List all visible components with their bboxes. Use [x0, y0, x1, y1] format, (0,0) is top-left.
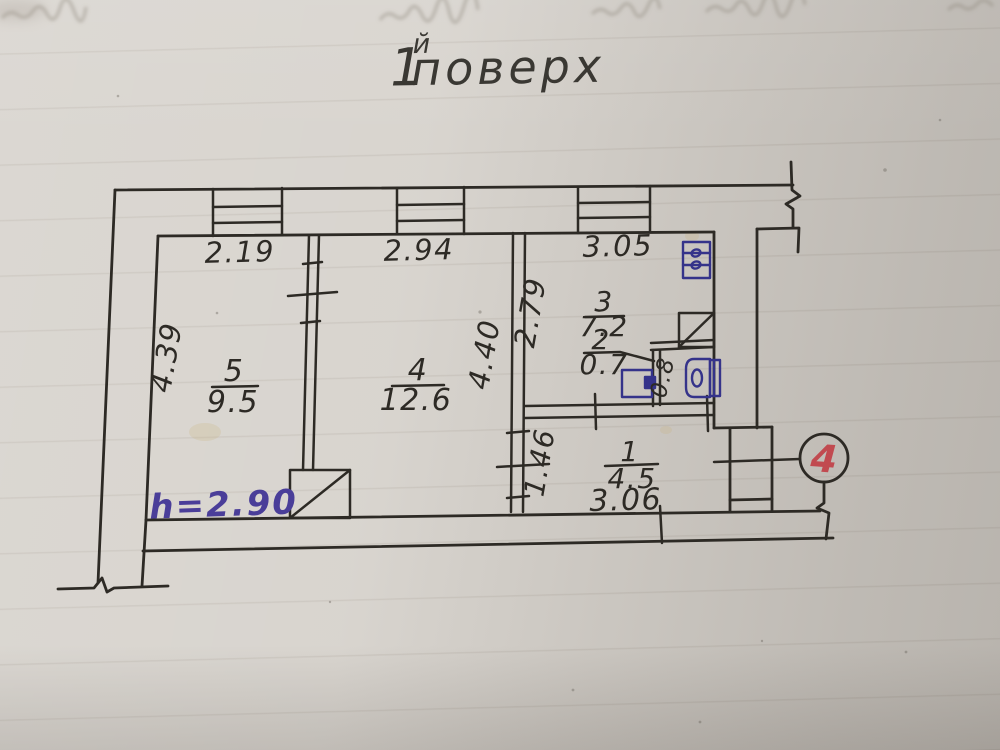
- room-3-number: 3: [594, 285, 613, 318]
- bleed-through-ink: [0, 0, 995, 24]
- title-floor-number: 1: [390, 38, 428, 99]
- dim-room5-width: 2.19: [204, 234, 275, 270]
- room-4-area: 12.6: [380, 383, 453, 418]
- entrance-number-badge: [798, 432, 850, 484]
- room-2-number: 2: [591, 323, 610, 356]
- room-3-fraction-bar: [583, 314, 626, 319]
- wall-break-icon-top-right: [784, 160, 802, 230]
- dim-kitchen-width: 3.05: [582, 228, 653, 264]
- door-tick-wc: [705, 394, 710, 433]
- room-2-leader-line: [582, 350, 656, 363]
- toilet-icon: [684, 357, 722, 399]
- dim-room4-depth: 4.40: [461, 317, 507, 392]
- door-tick-kitchen: [593, 392, 598, 431]
- title-floor-suffix: й: [412, 29, 434, 60]
- dim-room5-depth: 4.39: [143, 320, 189, 395]
- room-3-label: 3 7.2: [579, 285, 628, 343]
- room-1-fraction-bar: [603, 462, 660, 468]
- door-tick-hall: [495, 462, 551, 469]
- room-4-number: 4: [408, 353, 429, 388]
- room-4-label: 4 12.6: [380, 353, 453, 418]
- wall-break-icon-bottom-left: [56, 576, 170, 594]
- paper-smudge: [0, 0, 46, 21]
- interior-partitions: [286, 231, 802, 545]
- door-tick-room5: [286, 290, 339, 298]
- sink-icon: [620, 368, 657, 399]
- room-5-label: 5 9.5: [207, 354, 260, 420]
- room-1-label: 1 4.5: [603, 435, 660, 495]
- dim-hall-width: 3.06: [589, 482, 663, 519]
- ventilation-shaft: [677, 311, 716, 349]
- room-5-area: 9.5: [207, 385, 259, 420]
- dim-kitchen-depth: 2.79: [507, 275, 553, 350]
- window-symbol-room5: [211, 186, 284, 238]
- title-floor-word: поверх: [411, 39, 606, 96]
- room-1-number: 1: [620, 435, 639, 468]
- ceiling-height-note: h=2.90: [149, 482, 299, 527]
- dim-room4-width: 2.94: [383, 232, 454, 268]
- window-symbol-kitchen: [576, 184, 652, 235]
- exterior-walls: [56, 160, 835, 594]
- gas-stove-icon: [681, 240, 712, 280]
- dimension-tick-bottom: [658, 504, 664, 545]
- entrance-number: 4: [808, 436, 838, 482]
- room-5-fraction-bar: [210, 384, 260, 389]
- page-title: 1 й поверх: [390, 29, 606, 99]
- chimney-flue: [288, 468, 352, 520]
- room-2-area: 0.7: [579, 348, 628, 381]
- entrance-leader-line: [712, 457, 802, 464]
- window-symbol-room4: [395, 185, 466, 236]
- room-4-fraction-bar: [390, 383, 446, 388]
- room-2-label: 2 0.7: [579, 323, 656, 381]
- room-5-number: 5: [224, 354, 245, 389]
- room-1-area: 4.5: [607, 462, 656, 495]
- wall-break-icon-bottom-right: [815, 480, 831, 541]
- room-3-area: 7.2: [579, 310, 628, 343]
- paper-stains: [116, 94, 942, 724]
